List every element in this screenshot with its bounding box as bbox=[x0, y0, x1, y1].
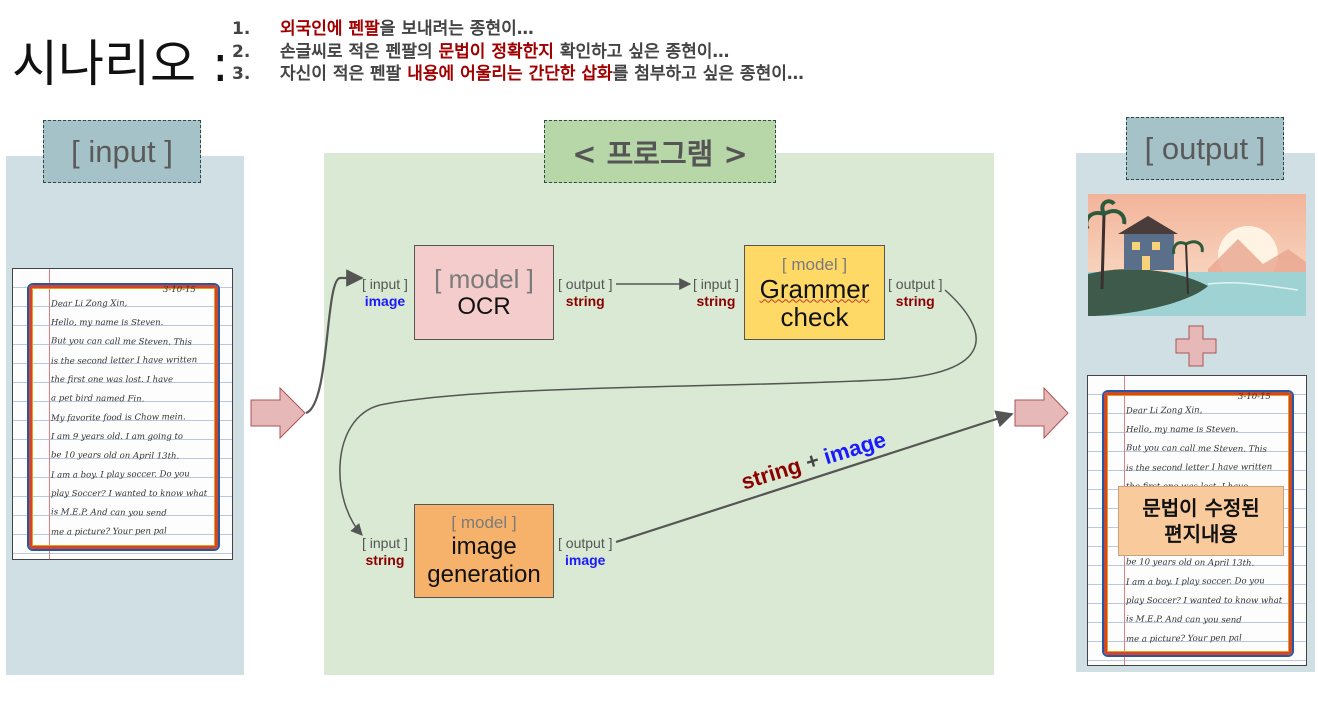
io-type-image: image bbox=[565, 552, 606, 568]
letter-line: But you can call me Steven. This bbox=[1125, 443, 1267, 455]
letter-line: Hello, my name is Steven. bbox=[51, 318, 164, 328]
combo-plus: + bbox=[802, 447, 823, 475]
imagegen-model-name: image bbox=[451, 533, 517, 560]
letter-line: Dear Li Zong Xin, bbox=[1125, 405, 1203, 417]
corrected-letter-line1: 문법이 수정된 bbox=[1142, 496, 1260, 520]
scenario-number: 1. bbox=[232, 19, 251, 39]
io-output-label: [ output ] bbox=[888, 276, 943, 292]
letter-date: 3-10-15 bbox=[163, 285, 196, 295]
letter-line: I am a boy. I play soccer. Do you bbox=[1125, 576, 1265, 588]
io-type-string: string bbox=[895, 293, 935, 309]
imagegen-model-box: [ model ] image generation bbox=[414, 504, 554, 598]
imagegen-output-port: [ output ] image bbox=[558, 535, 612, 569]
scenario-text: 을 보내려는 종현이… bbox=[379, 19, 534, 39]
io-output-label: [ output ] bbox=[558, 276, 613, 292]
connector-grammar-imagegen bbox=[339, 289, 977, 536]
generated-illustration bbox=[1088, 194, 1306, 316]
corrected-letter-line2: 편지내용 bbox=[1164, 522, 1238, 546]
letter-line: is M.E.P. And can you send bbox=[1125, 614, 1242, 626]
input-letter-image: 3-10-15 Dear Li Zong Xin,Hello, my name … bbox=[12, 268, 233, 560]
corrected-letter-label: 문법이 수정된 편지내용 bbox=[1118, 486, 1284, 556]
ocr-output-port: [ output ] string bbox=[558, 276, 612, 310]
scenario-text: 손글씨로 적은 펜팔의 bbox=[280, 41, 439, 62]
page-title: 시나리오 : bbox=[12, 35, 229, 93]
connector-imagegen-output bbox=[615, 410, 1014, 544]
imagegen-model-label: [ model ] bbox=[451, 513, 517, 532]
scenario-highlight: 외국인에 펜팔 bbox=[280, 19, 380, 39]
ocr-model-name: OCR bbox=[457, 292, 511, 320]
scenario-text: 자신이 적은 펜팔 bbox=[280, 64, 408, 84]
input-flow-arrow bbox=[250, 386, 306, 440]
letter-line: be 10 years old on April 13th. bbox=[1125, 557, 1255, 569]
scenario-item: 3. 자신이 적은 펜팔 내용에 어울리는 간단한 삽화를 첨부하고 싶은 종현이… bbox=[232, 63, 804, 86]
letter-line: Hello, my name is Steven. bbox=[1126, 425, 1239, 435]
output-flow-arrow bbox=[1014, 386, 1069, 440]
io-input-label: [ input ] bbox=[362, 276, 408, 292]
grammar-output-port: [ output ] string bbox=[888, 276, 942, 310]
io-type-string: string bbox=[565, 293, 605, 309]
grammar-model-name: Grammer bbox=[759, 273, 870, 304]
io-type-string: string bbox=[696, 293, 736, 309]
scenario-item: 1. 외국인에 펜팔을 보내려는 종현이… bbox=[232, 18, 804, 41]
scenario-item: 2. 손글씨로 적은 펜팔의 문법이 정확한지 확인하고 싶은 종현이… bbox=[232, 41, 804, 64]
ocr-input-port: [ input ] image bbox=[362, 276, 408, 310]
letter-frame bbox=[29, 285, 218, 549]
imagegen-model-name-2: generation bbox=[427, 561, 541, 588]
scenario-list: 1. 외국인에 펜팔을 보내려는 종현이… 2. 손글씨로 적은 펜팔의 문법이 정확… bbox=[232, 18, 804, 86]
grammar-input-port: [ input ] string bbox=[693, 276, 739, 310]
imagegen-input-port: [ input ] string bbox=[362, 535, 408, 569]
plus-icon bbox=[1175, 325, 1217, 367]
connector-input-ocr bbox=[305, 269, 364, 415]
grammar-model-box: [ model ] Grammer check bbox=[744, 245, 885, 340]
ocr-model-box: [ model ] OCR bbox=[414, 245, 554, 340]
io-output-label: [ output ] bbox=[558, 535, 613, 551]
letter-margin-line bbox=[49, 269, 50, 559]
io-type-string: string bbox=[365, 552, 405, 568]
letter-line: play Soccer? I wanted to know what bbox=[51, 489, 208, 499]
grammar-model-label: [ model ] bbox=[781, 254, 848, 274]
output-header: [ output ] bbox=[1126, 117, 1284, 180]
grammar-model-name-2: check bbox=[780, 301, 849, 332]
scenario-highlight: 내용에 어울리는 간단한 삽화 bbox=[407, 64, 613, 84]
letter-line: is the second letter I have written bbox=[1125, 462, 1273, 474]
scenario-text: 확인하고 싶은 종현이… bbox=[553, 41, 730, 62]
scenario-number: 2. bbox=[232, 41, 251, 62]
io-input-label: [ input ] bbox=[693, 276, 739, 292]
scenario-number: 3. bbox=[232, 64, 251, 84]
program-header: < 프로그램 > bbox=[544, 120, 776, 183]
letter-line: me a picture? Your pen pal bbox=[1125, 633, 1242, 645]
scenario-text: 를 첨부하고 싶은 종현이… bbox=[612, 64, 804, 84]
letter-line: the first one was lost. I have bbox=[51, 375, 174, 385]
ocr-model-label: [ model ] bbox=[434, 263, 534, 294]
letter-frame bbox=[1104, 392, 1292, 655]
io-input-label: [ input ] bbox=[362, 535, 408, 551]
illustration-graphic bbox=[1088, 194, 1306, 316]
letter-line: play Soccer? I wanted to know what bbox=[1126, 596, 1283, 606]
letter-date: 3-10-15 bbox=[1238, 392, 1271, 402]
letter-line: I am 9 years old. I am going to bbox=[51, 432, 184, 442]
scenario-highlight: 문법이 정확한지 bbox=[438, 41, 554, 62]
input-header: [ input ] bbox=[43, 120, 201, 183]
io-type-image: image bbox=[364, 293, 406, 309]
